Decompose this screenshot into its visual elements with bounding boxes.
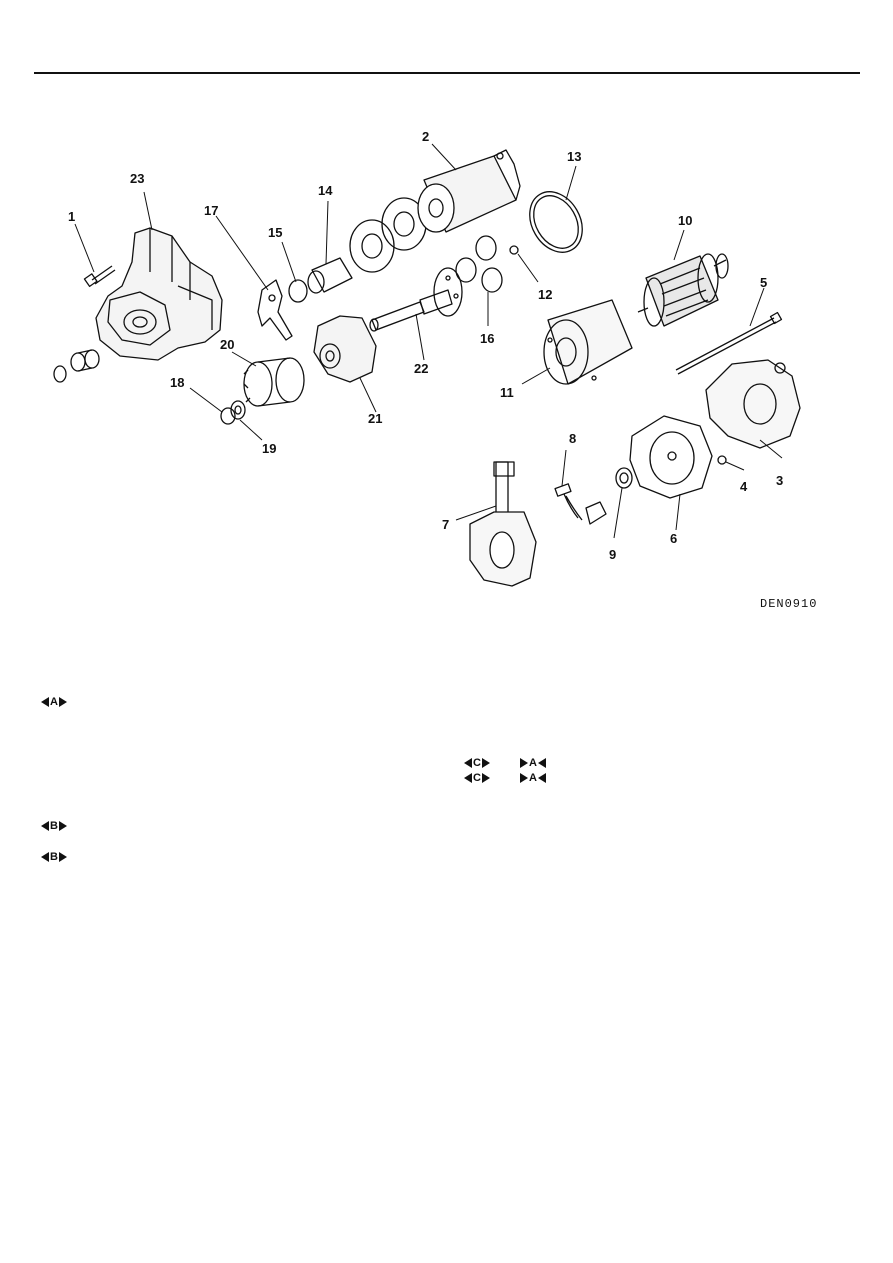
callout-2: 2: [422, 129, 430, 144]
screw: [717, 455, 727, 465]
installation-point-a-1: A: [520, 757, 546, 769]
yoke: [543, 299, 633, 385]
callout-20: 20: [220, 337, 235, 352]
callout-7: 7: [442, 517, 450, 532]
rear-bracket: [705, 359, 801, 449]
gear-housing: [313, 315, 377, 383]
triangle-left-icon: [41, 852, 49, 862]
service-point-c-1: C: [464, 757, 490, 769]
triangle-left-icon: [464, 758, 472, 768]
callout-10: 10: [678, 213, 693, 228]
triangle-right-icon: [58, 852, 67, 862]
callout-5: 5: [760, 275, 768, 290]
bolt: [83, 265, 116, 288]
callout-9: 9: [609, 547, 617, 562]
brush-holder: [469, 461, 537, 587]
triangle-right-icon: [58, 821, 67, 831]
triangle-left-icon: [464, 773, 472, 783]
figure-code: DEN0910: [760, 597, 818, 611]
bushing-left: [70, 349, 100, 372]
triangle-right-icon: [58, 697, 67, 707]
lever: [257, 279, 293, 341]
callout-11: 11: [500, 385, 514, 400]
triangle-right-icon: [481, 758, 490, 768]
callout-23: 23: [130, 171, 145, 186]
header-rule: [34, 72, 860, 74]
triangle-left-icon: [41, 697, 49, 707]
callout-12: 12: [538, 287, 553, 302]
callout-8: 8: [569, 431, 577, 446]
triangle-left-icon: [537, 758, 546, 768]
washer-left: [53, 365, 67, 383]
ball: [509, 245, 519, 255]
magnetic-switch: [417, 149, 521, 233]
service-point-b-2: B: [41, 851, 67, 863]
front-bracket: [95, 227, 223, 361]
spring-holder: [307, 257, 353, 294]
service-point-b-1: B: [41, 820, 67, 832]
overrunning-clutch: [243, 357, 305, 407]
callout-21: 21: [368, 411, 383, 426]
through-bolt: [675, 311, 783, 375]
callout-15: 15: [268, 225, 283, 240]
callout-17: 17: [204, 203, 219, 218]
planetary-gears: [455, 235, 503, 293]
triangle-left-icon: [41, 821, 49, 831]
leader-lines: [74, 143, 783, 539]
callout-14: 14: [318, 183, 333, 198]
callout-6: 6: [670, 531, 678, 546]
triangle-right-icon: [481, 773, 490, 783]
armature: [637, 253, 729, 327]
snap-ring-group: [230, 400, 246, 420]
planetary-shaft: [369, 267, 463, 332]
triangle-left-icon: [537, 773, 546, 783]
callout-1: 1: [68, 209, 76, 224]
callout-22: 22: [414, 361, 429, 376]
callout-3: 3: [776, 473, 784, 488]
plate-packing: [349, 197, 427, 273]
callout-4: 4: [740, 479, 748, 494]
callout-18: 18: [170, 375, 185, 390]
callout-19: 19: [262, 441, 277, 456]
service-point-a-left: A: [41, 696, 67, 708]
callout-16: 16: [480, 331, 495, 346]
installation-point-a-2: A: [520, 772, 546, 784]
starter-motor-exploded-diagram: [53, 143, 801, 587]
rear-cover: [629, 415, 713, 499]
triangle-right-icon: [520, 758, 528, 768]
packing: [529, 191, 583, 253]
triangle-right-icon: [520, 773, 528, 783]
brush: [554, 483, 607, 525]
ring: [288, 279, 308, 303]
service-point-c-2: C: [464, 772, 490, 784]
stop-ring: [220, 407, 236, 425]
callout-13: 13: [567, 149, 582, 164]
rear-bushing: [615, 467, 633, 489]
